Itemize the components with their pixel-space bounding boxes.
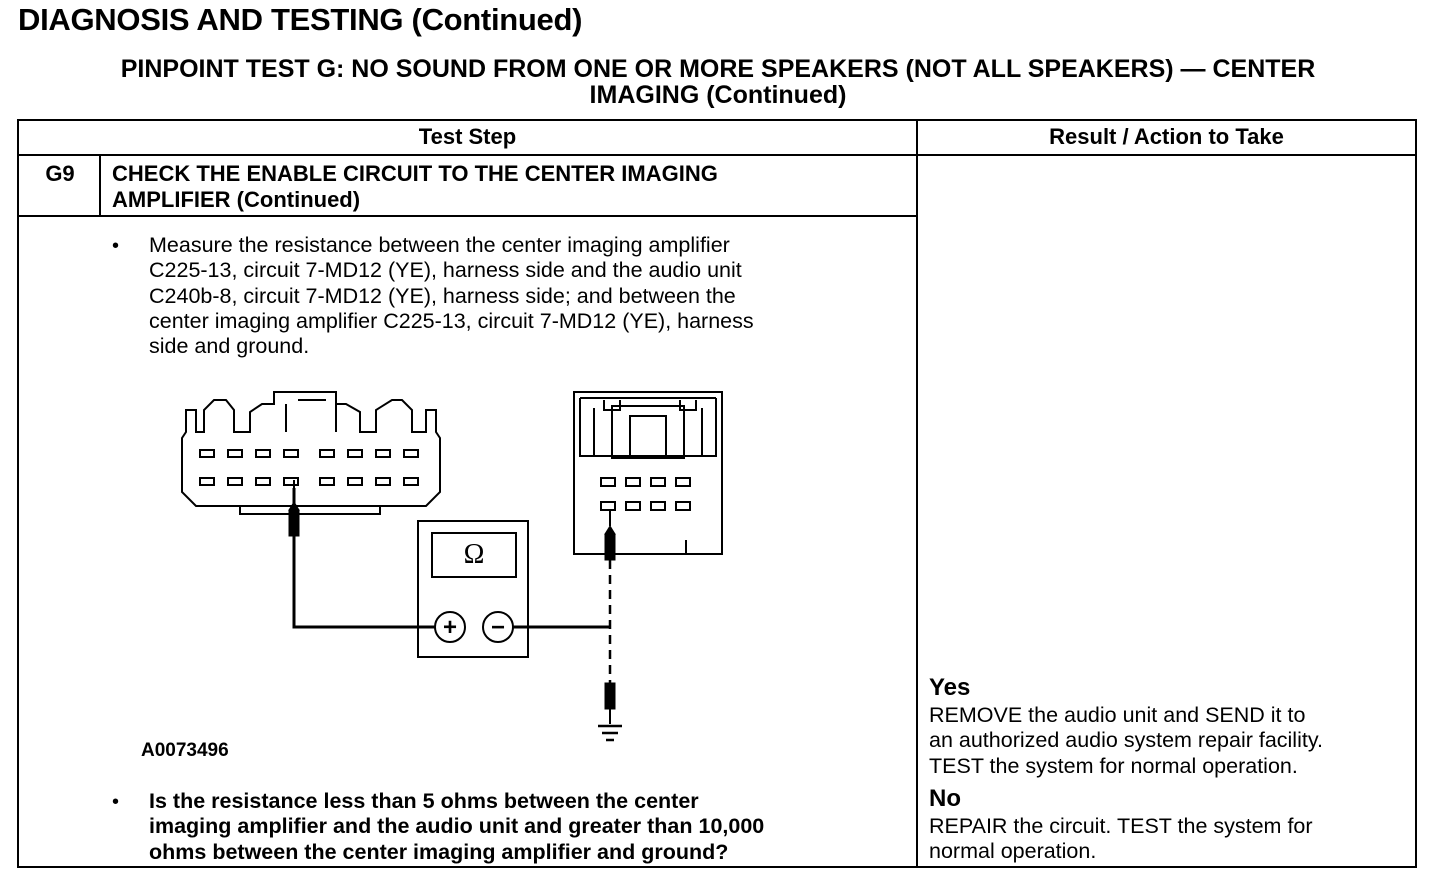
- ground-icon: [598, 724, 622, 742]
- probes: [288, 501, 616, 710]
- test-leads: [292, 488, 610, 629]
- step-id: G9: [45, 161, 75, 186]
- result-no-action: REPAIR the circuit. TEST the system for …: [929, 814, 1313, 865]
- pinpoint-test-title: PINPOINT TEST G: NO SOUND FROM ONE OR MO…: [20, 56, 1416, 108]
- connector-pins: [199, 449, 691, 511]
- question-text: Is the resistance less than 5 ohms betwe…: [149, 789, 764, 865]
- step-title-divider: [17, 215, 917, 217]
- test-title-line-2: IMAGING (Continued): [589, 81, 847, 109]
- probe-detail: [293, 480, 611, 724]
- instruction-line: side and ground.: [149, 334, 310, 359]
- step-title-line-2: AMPLIFIER (Continued): [112, 187, 361, 212]
- step-title-line-1: CHECK THE ENABLE CIRCUIT TO THE CENTER I…: [112, 161, 718, 186]
- question-bullet: •: [112, 791, 120, 813]
- step-id-divider: [99, 154, 101, 216]
- center-imaging-amplifier-connector: [181, 391, 441, 515]
- result-yes-action: REMOVE the audio unit and SEND it to an …: [929, 703, 1323, 779]
- probe-tip: [288, 509, 300, 537]
- question-line: ohms between the center imaging amplifie…: [149, 839, 729, 864]
- result-no-label: No: [929, 785, 961, 812]
- step-title: CHECK THE ENABLE CIRCUIT TO THE CENTER I…: [112, 161, 718, 213]
- question-line: Is the resistance less than 5 ohms betwe…: [149, 789, 699, 813]
- yes-action-line: TEST the system for normal operation.: [929, 753, 1298, 778]
- audio-unit-connector: [573, 391, 723, 555]
- ohm-symbol: Ω: [464, 539, 485, 570]
- column-header-result: Result / Action to Take: [1049, 124, 1284, 149]
- test-title-line-1: PINPOINT TEST G: NO SOUND FROM ONE OR MO…: [120, 55, 1316, 83]
- column-header-test-step: Test Step: [418, 124, 517, 149]
- instruction-bullet: •: [112, 235, 120, 257]
- ohmmeter: [417, 520, 529, 658]
- column-divider: [916, 119, 918, 868]
- yes-action-line: REMOVE the audio unit and SEND it to: [929, 703, 1306, 727]
- no-action-line: REPAIR the circuit. TEST the system for: [929, 814, 1313, 838]
- instruction-text: Measure the resistance between the cente…: [149, 233, 754, 359]
- instruction-line: C240b-8, circuit 7-MD12 (YE), harness si…: [149, 283, 736, 308]
- probe-tip: [604, 682, 616, 710]
- positive-lead: [292, 488, 435, 629]
- page-heading: DIAGNOSIS AND TESTING (Continued): [18, 2, 583, 37]
- instruction-line: center imaging amplifier C225-13, circui…: [149, 308, 754, 333]
- plus-sign: +: [443, 614, 457, 641]
- result-yes-label: Yes: [929, 674, 971, 701]
- instruction-line: Measure the resistance between the cente…: [149, 233, 730, 257]
- probe-tip: [604, 533, 616, 561]
- minus-sign: −: [491, 614, 505, 641]
- figure-id: A0073496: [141, 740, 229, 761]
- instruction-line: C225-13, circuit 7-MD12 (YE), harness si…: [149, 258, 742, 283]
- question-line: imaging amplifier and the audio unit and…: [149, 814, 765, 839]
- header-divider: [17, 154, 1417, 156]
- test-table: [17, 119, 1417, 868]
- no-action-line: normal operation.: [929, 839, 1097, 864]
- yes-action-line: an authorized audio system repair facili…: [929, 728, 1323, 753]
